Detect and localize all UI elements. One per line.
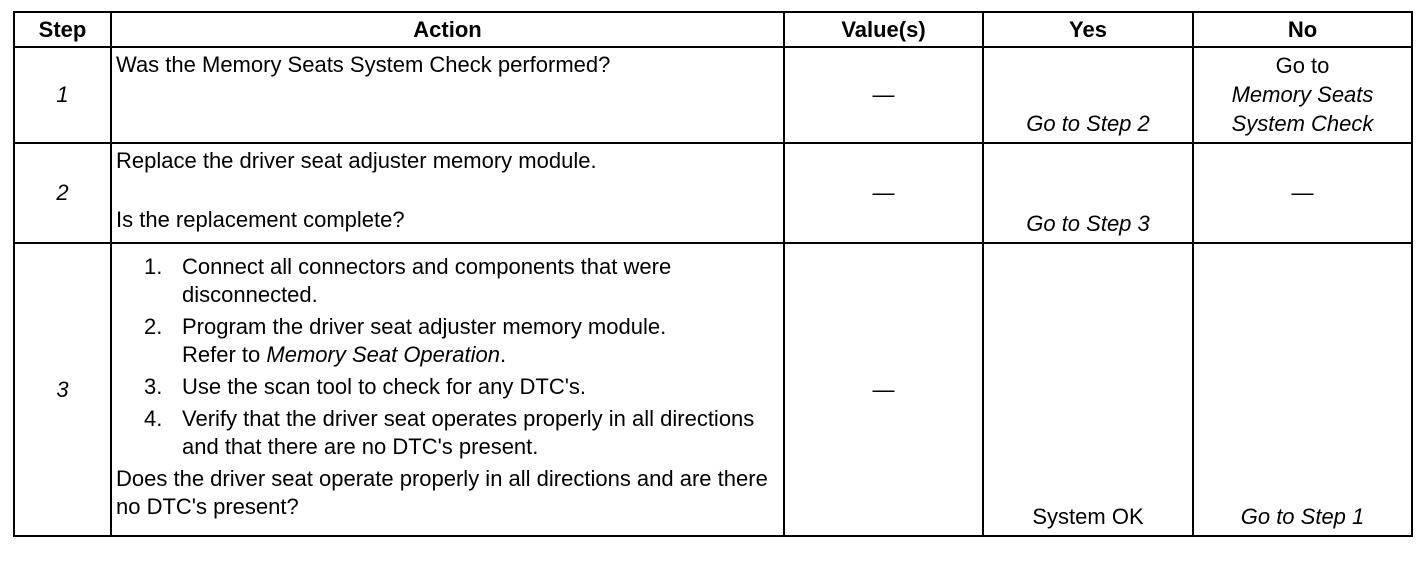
no-prefix: Go to [1275,53,1330,78]
substep-item: Connect all connectors and components th… [144,253,672,307]
header-step: Step [13,11,112,48]
no-cell: Go to Memory Seats System Check [1192,46,1413,144]
refer-suffix: . [499,342,507,367]
action-question: Is the replacement complete? [116,207,405,232]
header-no: No [1192,11,1413,48]
table-row: 1 Was the Memory Seats System Check perf… [13,46,1413,144]
header-values: Value(s) [783,11,984,48]
yes-cell: System OK [982,242,1194,537]
no-cell: — [1192,142,1413,244]
substep-text: Program the driver seat adjuster memory … [182,314,667,339]
action-cell: Was the Memory Seats System Check perfor… [110,46,785,144]
action-text: Replace the driver seat adjuster memory … [116,148,597,173]
refer-link: Memory Seat Operation [266,342,500,367]
header-yes: Yes [982,11,1194,48]
value-cell: — [783,142,984,244]
step-number: 2 [13,142,112,244]
table-row: 2 Replace the driver seat adjuster memor… [13,142,1413,244]
diagnostic-table: Step Action Value(s) Yes No 1 Was the Me… [13,11,1413,537]
header-action: Action [110,11,785,48]
substep-item: Program the driver seat adjuster memory … [144,313,779,369]
header-row: Step Action Value(s) Yes No [13,11,1413,48]
substep-refer: Refer to Memory Seat Operation. [182,341,779,369]
value-cell: — [783,46,984,144]
no-cell: Go to Step 1 [1192,242,1413,537]
yes-cell: Go to Step 2 [982,46,1194,144]
action-cell: Connect all connectors and components th… [110,242,785,537]
substep-list: Connect all connectors and components th… [116,253,779,461]
no-link: Memory Seats System Check [1231,82,1374,136]
value-cell: — [783,242,984,537]
yes-cell: Go to Step 3 [982,142,1194,244]
action-cell: Replace the driver seat adjuster memory … [110,142,785,244]
action-question: Does the driver seat operate properly in… [116,466,768,519]
action-text: Was the Memory Seats System Check perfor… [116,52,611,77]
substep-item: Use the scan tool to check for any DTC's… [144,373,587,401]
table-row: 3 Connect all connectors and components … [13,242,1413,537]
substep-item: Verify that the driver seat operates pro… [144,405,755,459]
refer-prefix: Refer to [182,342,261,367]
step-number: 3 [13,242,112,537]
step-number: 1 [13,46,112,144]
